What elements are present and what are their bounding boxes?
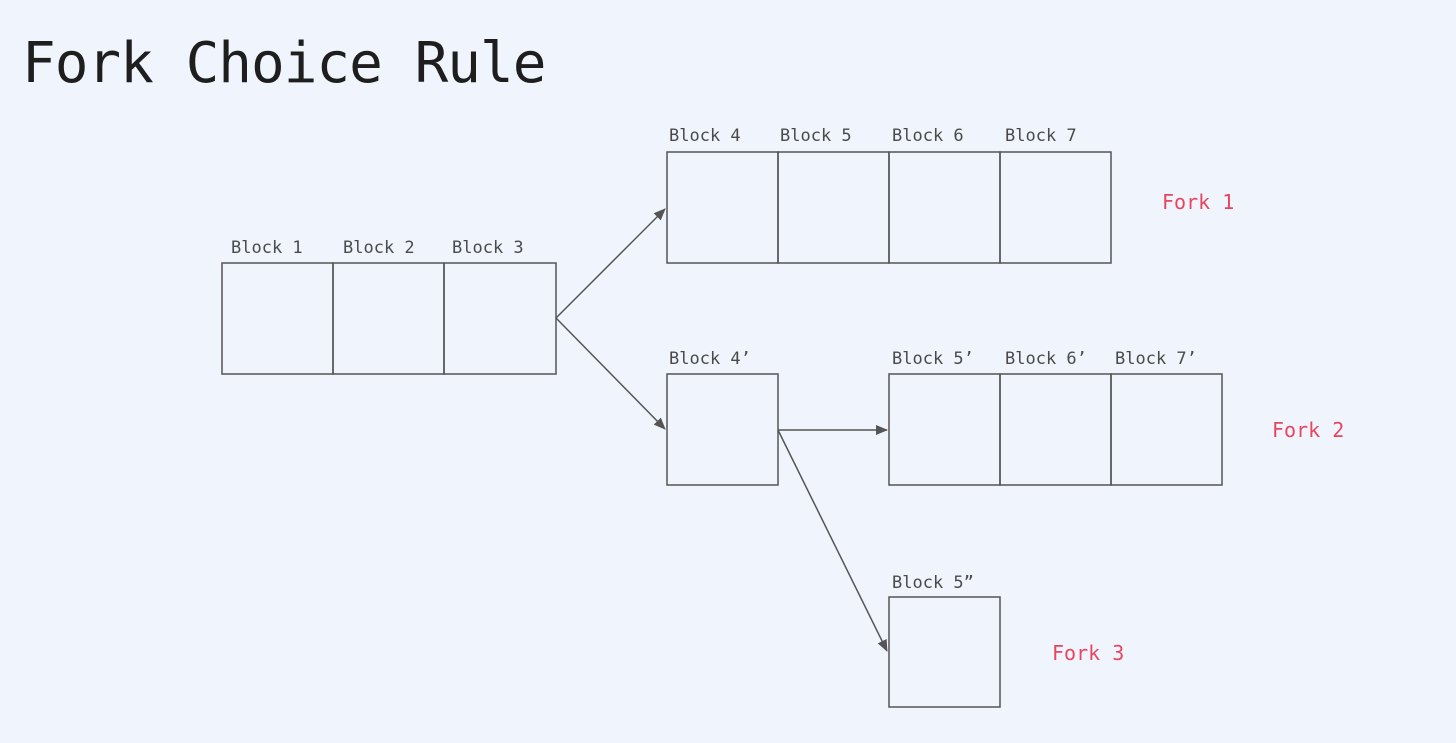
- block-box: [666, 373, 779, 486]
- block-label: Block 2: [343, 238, 415, 258]
- block-4-prime: Block 4’: [666, 349, 779, 486]
- block-2: Block 2: [332, 238, 445, 375]
- slide-title: Fork Choice Rule: [22, 31, 546, 96]
- block-box: [221, 262, 334, 375]
- block-box: [443, 262, 557, 375]
- fork-1-label: Fork 1: [1162, 190, 1234, 214]
- block-box: [888, 151, 1001, 264]
- fork-2-label: Fork 2: [1272, 418, 1344, 442]
- block-6-prime: Block 6’: [999, 349, 1112, 486]
- block-box: [888, 373, 1001, 486]
- block-label: Block 5: [780, 126, 852, 146]
- block-label: Block 7: [1005, 126, 1077, 146]
- block-label: Block 4’: [669, 349, 751, 369]
- block-5-double-prime: Block 5”: [888, 573, 1001, 708]
- block-label: Block 5’: [892, 349, 974, 369]
- block-box: [999, 373, 1112, 486]
- block-7: Block 7: [999, 126, 1112, 264]
- block-box: [1110, 373, 1223, 486]
- block-5: Block 5: [777, 126, 890, 264]
- block-label: Block 7’: [1115, 349, 1197, 369]
- block-5-prime: Block 5’: [888, 349, 1001, 486]
- block-box: [777, 151, 890, 264]
- block-6: Block 6: [888, 126, 1001, 264]
- block-label: Block 1: [231, 238, 303, 258]
- block-box: [999, 151, 1112, 264]
- block-box: [666, 151, 779, 264]
- block-label: Block 3: [452, 238, 524, 258]
- block-1: Block 1: [221, 238, 334, 375]
- block-box: [888, 596, 1001, 708]
- block-label: Block 6’: [1005, 349, 1087, 369]
- block-4: Block 4: [666, 126, 779, 264]
- block-label: Block 5”: [892, 573, 974, 593]
- block-label: Block 4: [669, 126, 741, 146]
- block-7-prime: Block 7’: [1110, 349, 1223, 486]
- block-3: Block 3: [443, 238, 557, 375]
- arrow-block3-to-block4: [555, 208, 666, 319]
- block-label: Block 6: [892, 126, 964, 146]
- fork-3-label: Fork 3: [1052, 641, 1124, 665]
- arrow-block3-to-block4-prime: [555, 317, 666, 430]
- block-box: [332, 262, 445, 375]
- arrow-block4-prime-to-block5-double-prime: [777, 429, 888, 652]
